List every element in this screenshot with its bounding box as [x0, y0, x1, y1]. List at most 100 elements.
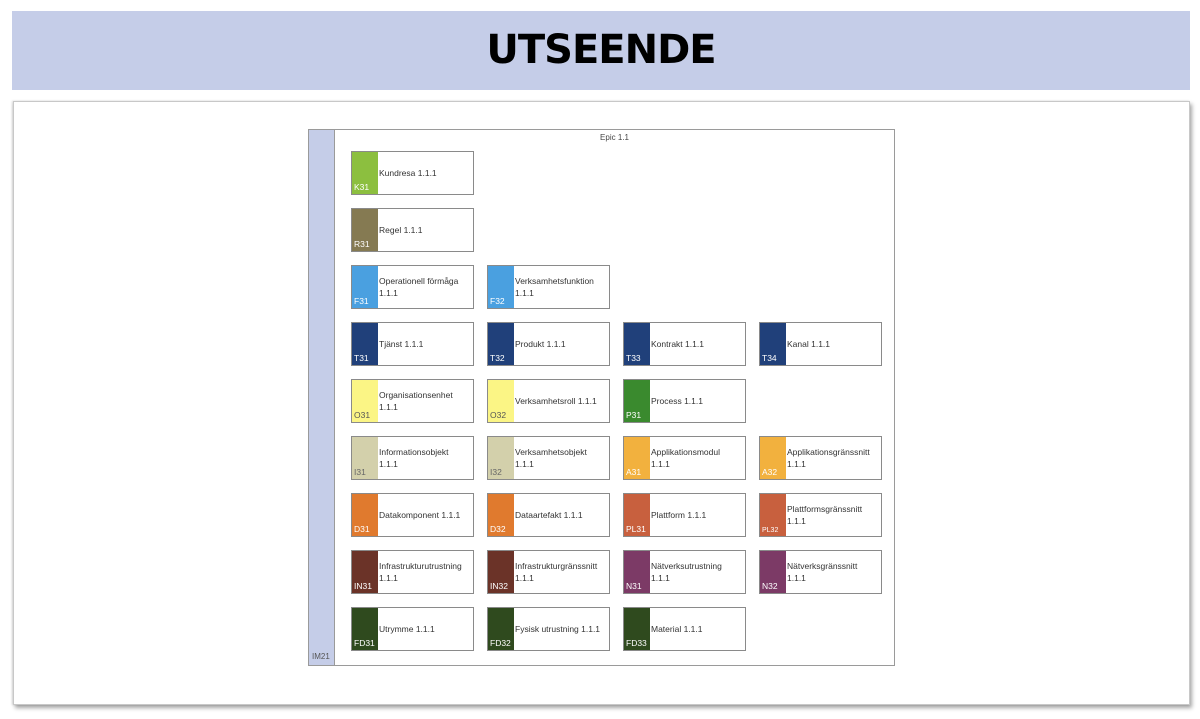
- element-label: Verksamhetsobjekt 1.1.1: [515, 447, 587, 469]
- element-code: FD31: [354, 638, 375, 648]
- element-label: Applikationsgränssnitt 1.1.1: [787, 447, 870, 469]
- page-title: UTSEENDE: [486, 27, 716, 73]
- element-color-tab: F32: [488, 266, 514, 308]
- element-label: Applikationsmodul 1.1.1: [651, 447, 720, 469]
- element-label: Infrastrukturgränssnitt 1.1.1: [515, 561, 598, 583]
- element-box-d31[interactable]: D31 Datakomponent 1.1.1: [351, 493, 474, 537]
- element-color-tab: P31: [624, 380, 650, 422]
- element-color-tab: O31: [352, 380, 378, 422]
- element-label: Kontrakt 1.1.1: [651, 339, 704, 349]
- element-box-pl32[interactable]: PL32 Plattformsgränssnitt 1.1.1: [759, 493, 882, 537]
- element-code: T34: [762, 353, 777, 363]
- element-box-o32[interactable]: O32 Verksamhetsroll 1.1.1: [487, 379, 610, 423]
- element-box-p31[interactable]: P31 Process 1.1.1: [623, 379, 746, 423]
- element-box-a32[interactable]: A32 Applikationsgränssnitt 1.1.1: [759, 436, 882, 480]
- element-box-fd31[interactable]: FD31 Utrymme 1.1.1: [351, 607, 474, 651]
- element-box-a31[interactable]: A31 Applikationsmodul 1.1.1: [623, 436, 746, 480]
- element-label: Kanal 1.1.1: [787, 339, 831, 349]
- element-label: Fysisk utrustning 1.1.1: [515, 624, 601, 634]
- element-box-i31[interactable]: I31 Informationsobjekt 1.1.1: [351, 436, 474, 480]
- element-label: Datakomponent 1.1.1: [379, 510, 461, 520]
- element-label: Verksamhetsfunktion 1.1.1: [515, 276, 594, 298]
- element-code: N31: [626, 581, 642, 591]
- element-color-tab: T34: [760, 323, 786, 365]
- element-label: Tjänst 1.1.1: [379, 339, 424, 349]
- element-label: Utrymme 1.1.1: [379, 624, 435, 634]
- element-code: IN31: [354, 581, 372, 591]
- element-color-tab: T33: [624, 323, 650, 365]
- element-box-t32[interactable]: T32 Produkt 1.1.1: [487, 322, 610, 366]
- element-color-tab: N32: [760, 551, 786, 593]
- element-code: FD32: [490, 638, 511, 648]
- container-code: IM21: [312, 652, 330, 661]
- element-color-tab: T31: [352, 323, 378, 365]
- element-code: T31: [354, 353, 369, 363]
- element-box-t33[interactable]: T33 Kontrakt 1.1.1: [623, 322, 746, 366]
- container-side-strip: IM21: [309, 130, 335, 665]
- element-code: T33: [626, 353, 641, 363]
- element-code: O31: [354, 410, 371, 420]
- element-code: PL31: [626, 524, 646, 534]
- element-color-tab: R31: [352, 209, 378, 251]
- element-code: F31: [354, 296, 369, 306]
- element-color-tab: IN32: [488, 551, 514, 593]
- element-code: T32: [490, 353, 505, 363]
- element-label: Produkt 1.1.1: [515, 339, 566, 349]
- element-code: D31: [354, 524, 370, 534]
- element-color-tab: FD32: [488, 608, 514, 650]
- element-label: Process 1.1.1: [651, 396, 703, 406]
- element-label: Plattform 1.1.1: [651, 510, 707, 520]
- element-color-tab: K31: [352, 152, 378, 194]
- element-code: I31: [354, 467, 366, 477]
- element-color-tab: FD33: [624, 608, 650, 650]
- element-box-pl31[interactable]: PL31 Plattform 1.1.1: [623, 493, 746, 537]
- element-color-tab: I32: [488, 437, 514, 479]
- element-box-d32[interactable]: D32 Dataartefakt 1.1.1: [487, 493, 610, 537]
- element-box-k31[interactable]: K31 Kundresa 1.1.1: [351, 151, 474, 195]
- element-color-tab: T32: [488, 323, 514, 365]
- element-label: Kundresa 1.1.1: [379, 168, 437, 178]
- element-code: O32: [490, 410, 507, 420]
- element-code: A32: [762, 467, 778, 477]
- element-box-fd32[interactable]: FD32 Fysisk utrustning 1.1.1: [487, 607, 610, 651]
- element-box-f32[interactable]: F32 Verksamhetsfunktion 1.1.1: [487, 265, 610, 309]
- element-color-tab: A32: [760, 437, 786, 479]
- element-label: Informationsobjekt 1.1.1: [379, 447, 449, 469]
- element-code: F32: [490, 296, 505, 306]
- element-code: K31: [354, 182, 370, 192]
- element-code: D32: [490, 524, 506, 534]
- element-box-o31[interactable]: O31 Organisationsenhet 1.1.1: [351, 379, 474, 423]
- element-label: Plattformsgränssnitt 1.1.1: [787, 504, 863, 526]
- element-label: Verksamhetsroll 1.1.1: [515, 396, 597, 406]
- element-code: A31: [626, 467, 642, 477]
- element-box-n32[interactable]: N32 Nätverksgränssnitt 1.1.1: [759, 550, 882, 594]
- element-box-r31[interactable]: R31 Regel 1.1.1: [351, 208, 474, 252]
- element-label: Dataartefakt 1.1.1: [515, 510, 583, 520]
- element-code: P31: [626, 410, 642, 420]
- element-box-t31[interactable]: T31 Tjänst 1.1.1: [351, 322, 474, 366]
- epic-title: Epic 1.1: [600, 133, 629, 142]
- element-label: Nätverksutrustning 1.1.1: [651, 561, 722, 583]
- element-color-tab: IN31: [352, 551, 378, 593]
- element-label: Nätverksgränssnitt 1.1.1: [787, 561, 858, 583]
- element-box-in31[interactable]: IN31 Infrastrukturutrustning 1.1.1: [351, 550, 474, 594]
- element-label: Regel 1.1.1: [379, 225, 423, 235]
- element-code: R31: [354, 239, 370, 249]
- element-color-tab: O32: [488, 380, 514, 422]
- header-banner: UTSEENDE: [12, 11, 1190, 90]
- element-color-tab: A31: [624, 437, 650, 479]
- element-color-tab: PL32: [760, 494, 786, 536]
- element-label: Organisationsenhet 1.1.1: [379, 390, 453, 412]
- element-color-tab: F31: [352, 266, 378, 308]
- element-code: N32: [762, 581, 778, 591]
- element-label: Infrastrukturutrustning 1.1.1: [379, 561, 462, 583]
- element-color-tab: FD31: [352, 608, 378, 650]
- element-box-n31[interactable]: N31 Nätverksutrustning 1.1.1: [623, 550, 746, 594]
- element-code: PL32: [762, 527, 779, 534]
- element-box-t34[interactable]: T34 Kanal 1.1.1: [759, 322, 882, 366]
